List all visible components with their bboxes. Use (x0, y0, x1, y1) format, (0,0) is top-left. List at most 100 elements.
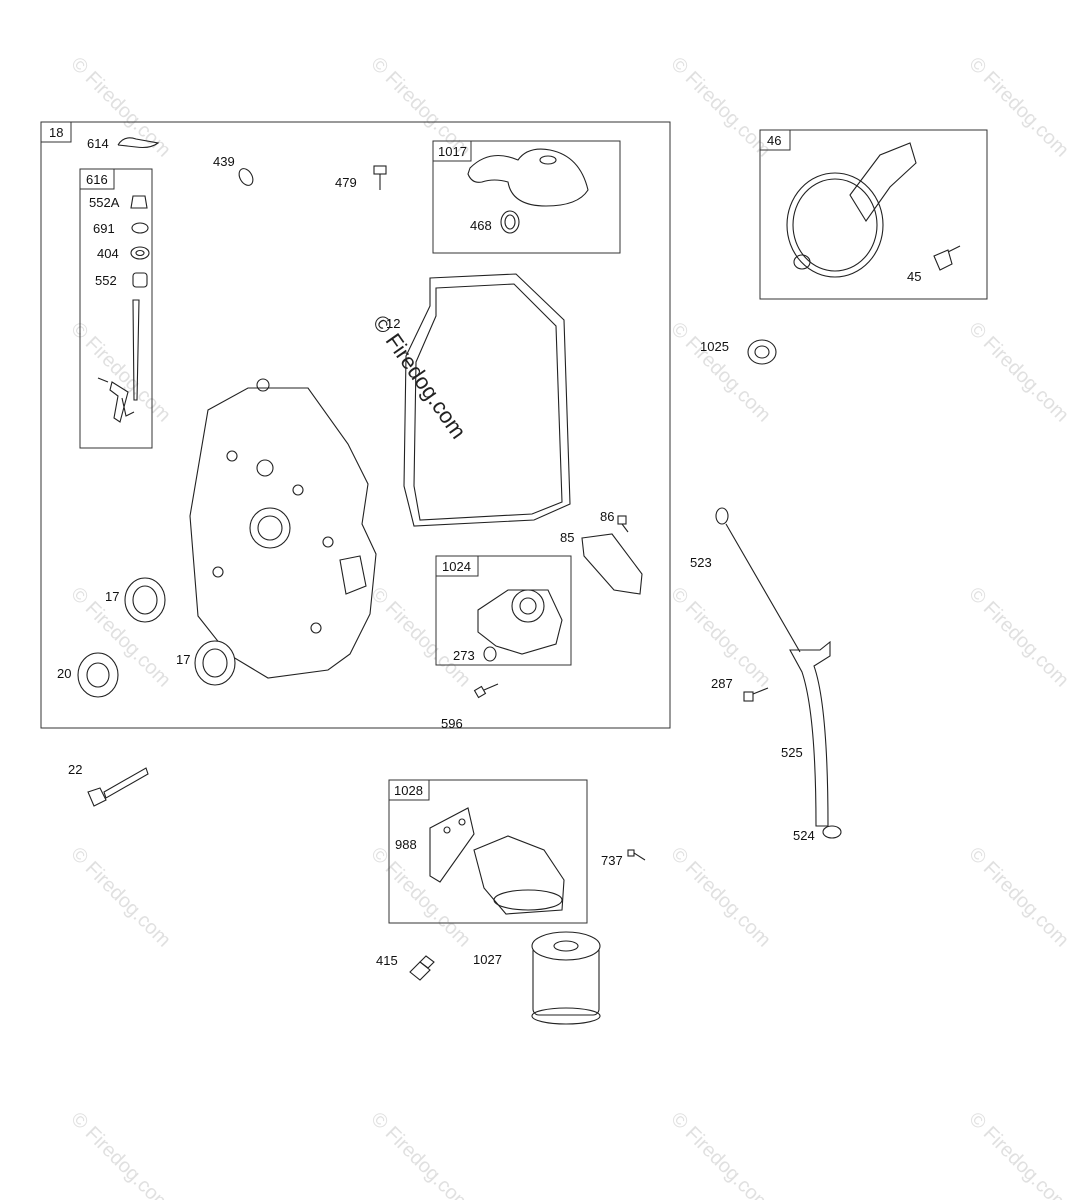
governor-shaft[interactable] (97, 299, 140, 423)
part-596-screw[interactable]: 596 (441, 683, 499, 731)
link-icon (121, 397, 135, 417)
bolt-shaft-icon (947, 245, 961, 253)
gasket-icon (429, 807, 475, 883)
part-1027-oil-filter[interactable]: 1027 (473, 931, 601, 1025)
boss-icon (256, 378, 270, 392)
plate-icon (581, 533, 643, 595)
part-988-gasket[interactable]: 988 (395, 807, 475, 883)
box-label: 616 (86, 172, 108, 187)
assembly-box-1024: 1024 (435, 555, 572, 666)
part-22-bolt[interactable]: 22 (68, 762, 149, 807)
seal-icon (130, 195, 148, 209)
part-86-screw[interactable]: 86 (600, 509, 629, 533)
part-label: 17 (176, 652, 190, 667)
part-1017-breather[interactable] (467, 148, 589, 207)
part-label: 523 (690, 555, 712, 570)
part-label: 86 (600, 509, 614, 524)
part-287-bolt[interactable]: 287 (711, 676, 769, 702)
box-tag (388, 779, 430, 801)
watermark: © Firedog.com (366, 583, 475, 692)
part-label: 439 (213, 154, 235, 169)
part-17-bearing[interactable]: 17 (105, 577, 166, 623)
part-404[interactable]: 404 (97, 246, 150, 261)
part-45-bolt[interactable]: 45 (907, 245, 961, 284)
part-273-oring[interactable]: 273 (453, 646, 497, 663)
pump-gear-hub-icon (519, 597, 537, 615)
box-frame (435, 555, 572, 666)
part-85-plate[interactable]: 85 (560, 530, 643, 595)
part-415-drain-plug[interactable]: 415 (376, 953, 435, 981)
part-label: 988 (395, 837, 417, 852)
part-label: 45 (907, 269, 921, 284)
part-20-seal[interactable]: 20 (57, 652, 119, 698)
part-46-camshaft[interactable] (786, 142, 917, 278)
part-1024-oil-pump[interactable] (477, 589, 563, 655)
part-525-dipstick-tube[interactable]: 525 (781, 640, 831, 827)
bolt-hole-icon (212, 566, 224, 578)
governor-arm-icon (109, 381, 129, 423)
tube-icon (789, 640, 831, 827)
part-614-clip[interactable]: 614 (87, 136, 160, 151)
part-label: 1027 (473, 952, 502, 967)
bearing-outer-icon (194, 640, 236, 686)
watermark: © Firedog.com (666, 843, 775, 952)
box-frame (40, 121, 671, 729)
box-label: 1024 (442, 559, 471, 574)
watermark: © Firedog.com (366, 1108, 475, 1200)
seal-hole-icon (504, 214, 516, 230)
part-523-dipstick[interactable]: 523 (690, 507, 801, 653)
part-479-bolt[interactable]: 479 (335, 165, 387, 190)
watermark: © Firedog.com (66, 843, 175, 952)
watermark: © Firedog.com (366, 843, 475, 952)
watermark: © Firedog.com (964, 1108, 1073, 1200)
part-label: 1025 (700, 339, 729, 354)
part-label: 22 (68, 762, 82, 777)
watermark: © Firedog.com (66, 1108, 175, 1200)
part-552A[interactable]: 552A (89, 195, 148, 210)
part-552[interactable]: 552 (95, 272, 148, 288)
box-frame (79, 168, 153, 449)
box-tag (79, 168, 115, 190)
breather-knob-icon (539, 155, 557, 165)
center-watermark: © Firedog.com (368, 311, 471, 444)
cam-gear-icon (786, 172, 884, 278)
part-label: 85 (560, 530, 574, 545)
part-468-seal[interactable]: 468 (470, 210, 520, 234)
crankcase-cover[interactable] (189, 378, 377, 679)
part-label: 737 (601, 853, 623, 868)
part-12-gasket[interactable]: 12 (386, 273, 571, 527)
box-label: 18 (49, 125, 63, 140)
ring-icon (238, 168, 254, 186)
box-tag (435, 555, 479, 577)
screw-icon (97, 377, 109, 383)
part-17-bearing[interactable]: 17 (176, 640, 236, 686)
bolt-hole-icon (292, 484, 304, 496)
cam-shaft-end-icon (793, 254, 811, 270)
plug-thread-icon (419, 955, 435, 969)
part-1025[interactable]: 1025 (700, 339, 777, 365)
plug-icon (822, 825, 842, 839)
bearing-inner-icon (132, 585, 158, 615)
part-label: 552A (89, 195, 120, 210)
assembly-box-616: 616 (79, 168, 153, 449)
washer-hole-icon (135, 249, 145, 257)
part-524-plug[interactable]: 524 (793, 825, 842, 843)
assembly-box-1017: 1017 (432, 140, 621, 254)
part-label: 614 (87, 136, 109, 151)
part-1028-filter-adapter[interactable] (473, 835, 565, 915)
cover-outline-icon (189, 387, 377, 679)
bolt-hole-icon (226, 450, 238, 462)
assembly-box-1028: 1028 (388, 779, 588, 924)
box-frame (388, 779, 588, 924)
cam-gear-teeth-icon (792, 178, 878, 272)
part-691[interactable]: 691 (93, 221, 149, 236)
part-737-screw[interactable]: 737 (601, 849, 646, 868)
pump-gear-icon (511, 589, 545, 623)
part-label: 524 (793, 828, 815, 843)
screw-head-icon (617, 515, 627, 525)
assembly-box-46: 46 (759, 129, 988, 300)
part-439-ring[interactable]: 439 (213, 154, 256, 188)
box-label: 1017 (438, 144, 467, 159)
box-tag (40, 121, 72, 143)
